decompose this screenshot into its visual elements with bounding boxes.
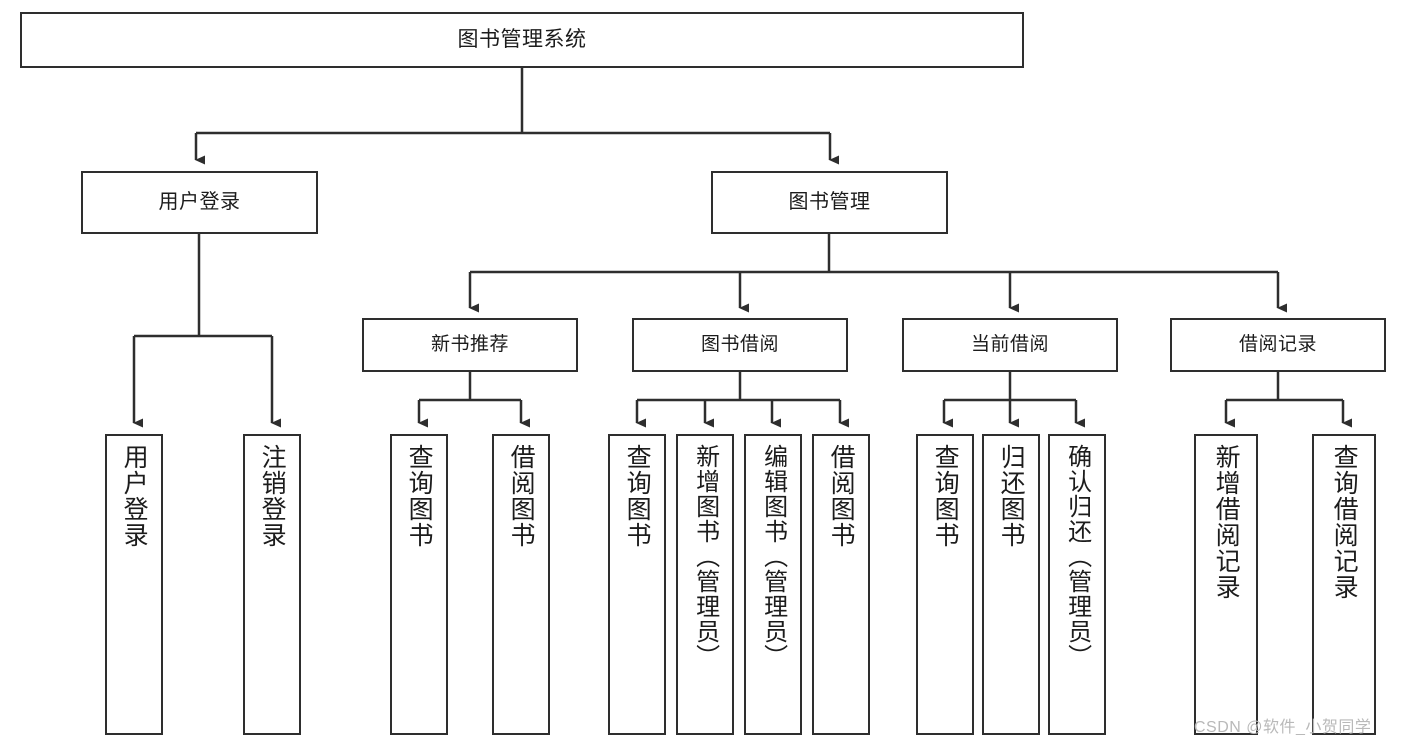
node-label: 归还图书: [997, 444, 1026, 548]
leaf-borrow-query-book[interactable]: 查询图书: [608, 434, 666, 735]
leaf-borrow-add-book-admin[interactable]: 新增图书（管理员）: [676, 434, 734, 735]
node-new-book-recommend[interactable]: 新书推荐: [362, 318, 578, 372]
node-borrow-record[interactable]: 借阅记录: [1170, 318, 1386, 372]
leaf-record-add-record[interactable]: 新增借阅记录: [1194, 434, 1258, 735]
leaf-current-confirm-return-admin[interactable]: 确认归还（管理员）: [1048, 434, 1106, 735]
node-label: 当前借阅: [970, 333, 1049, 355]
leaf-user-login-logout[interactable]: 注销登录: [243, 434, 301, 735]
leaf-new-book-query[interactable]: 查询图书: [390, 434, 448, 735]
node-label: 新增图书（管理员）: [691, 444, 719, 669]
node-label: 查询图书: [931, 444, 960, 548]
leaf-borrow-edit-book-admin[interactable]: 编辑图书（管理员）: [744, 434, 802, 735]
node-label: 图书管理系统: [457, 27, 587, 51]
node-label: 查询图书: [623, 444, 652, 548]
node-label: 图书借阅: [700, 333, 779, 355]
csdn-watermark: CSDN @软件_小贺同学: [1194, 719, 1372, 736]
node-label: 确认归还（管理员）: [1063, 444, 1091, 669]
node-label: 图书管理: [788, 190, 871, 213]
node-label: 借阅图书: [827, 444, 856, 548]
node-label: 借阅图书: [507, 444, 536, 548]
leaf-current-return-book[interactable]: 归还图书: [982, 434, 1040, 735]
node-label: 编辑图书（管理员）: [759, 444, 787, 669]
node-book-management[interactable]: 图书管理: [711, 171, 948, 234]
node-label: 注销登录: [258, 444, 287, 548]
node-current-borrow[interactable]: 当前借阅: [902, 318, 1118, 372]
leaf-current-query-book[interactable]: 查询图书: [916, 434, 974, 735]
leaf-record-query-record[interactable]: 查询借阅记录: [1312, 434, 1376, 735]
node-label: 查询图书: [405, 444, 434, 548]
node-label: 用户登录: [120, 444, 149, 548]
node-book-management-system[interactable]: 图书管理系统: [20, 12, 1024, 68]
node-label: 用户登录: [158, 190, 241, 213]
node-label: 查询借阅记录: [1330, 444, 1359, 600]
node-label: 新增借阅记录: [1212, 444, 1241, 600]
leaf-new-book-borrow[interactable]: 借阅图书: [492, 434, 550, 735]
leaf-user-login-login[interactable]: 用户登录: [105, 434, 163, 735]
node-label: 借阅记录: [1238, 333, 1317, 355]
leaf-borrow-borrow-book[interactable]: 借阅图书: [812, 434, 870, 735]
node-label: 新书推荐: [430, 333, 509, 355]
node-user-login[interactable]: 用户登录: [81, 171, 318, 234]
node-book-borrow[interactable]: 图书借阅: [632, 318, 848, 372]
